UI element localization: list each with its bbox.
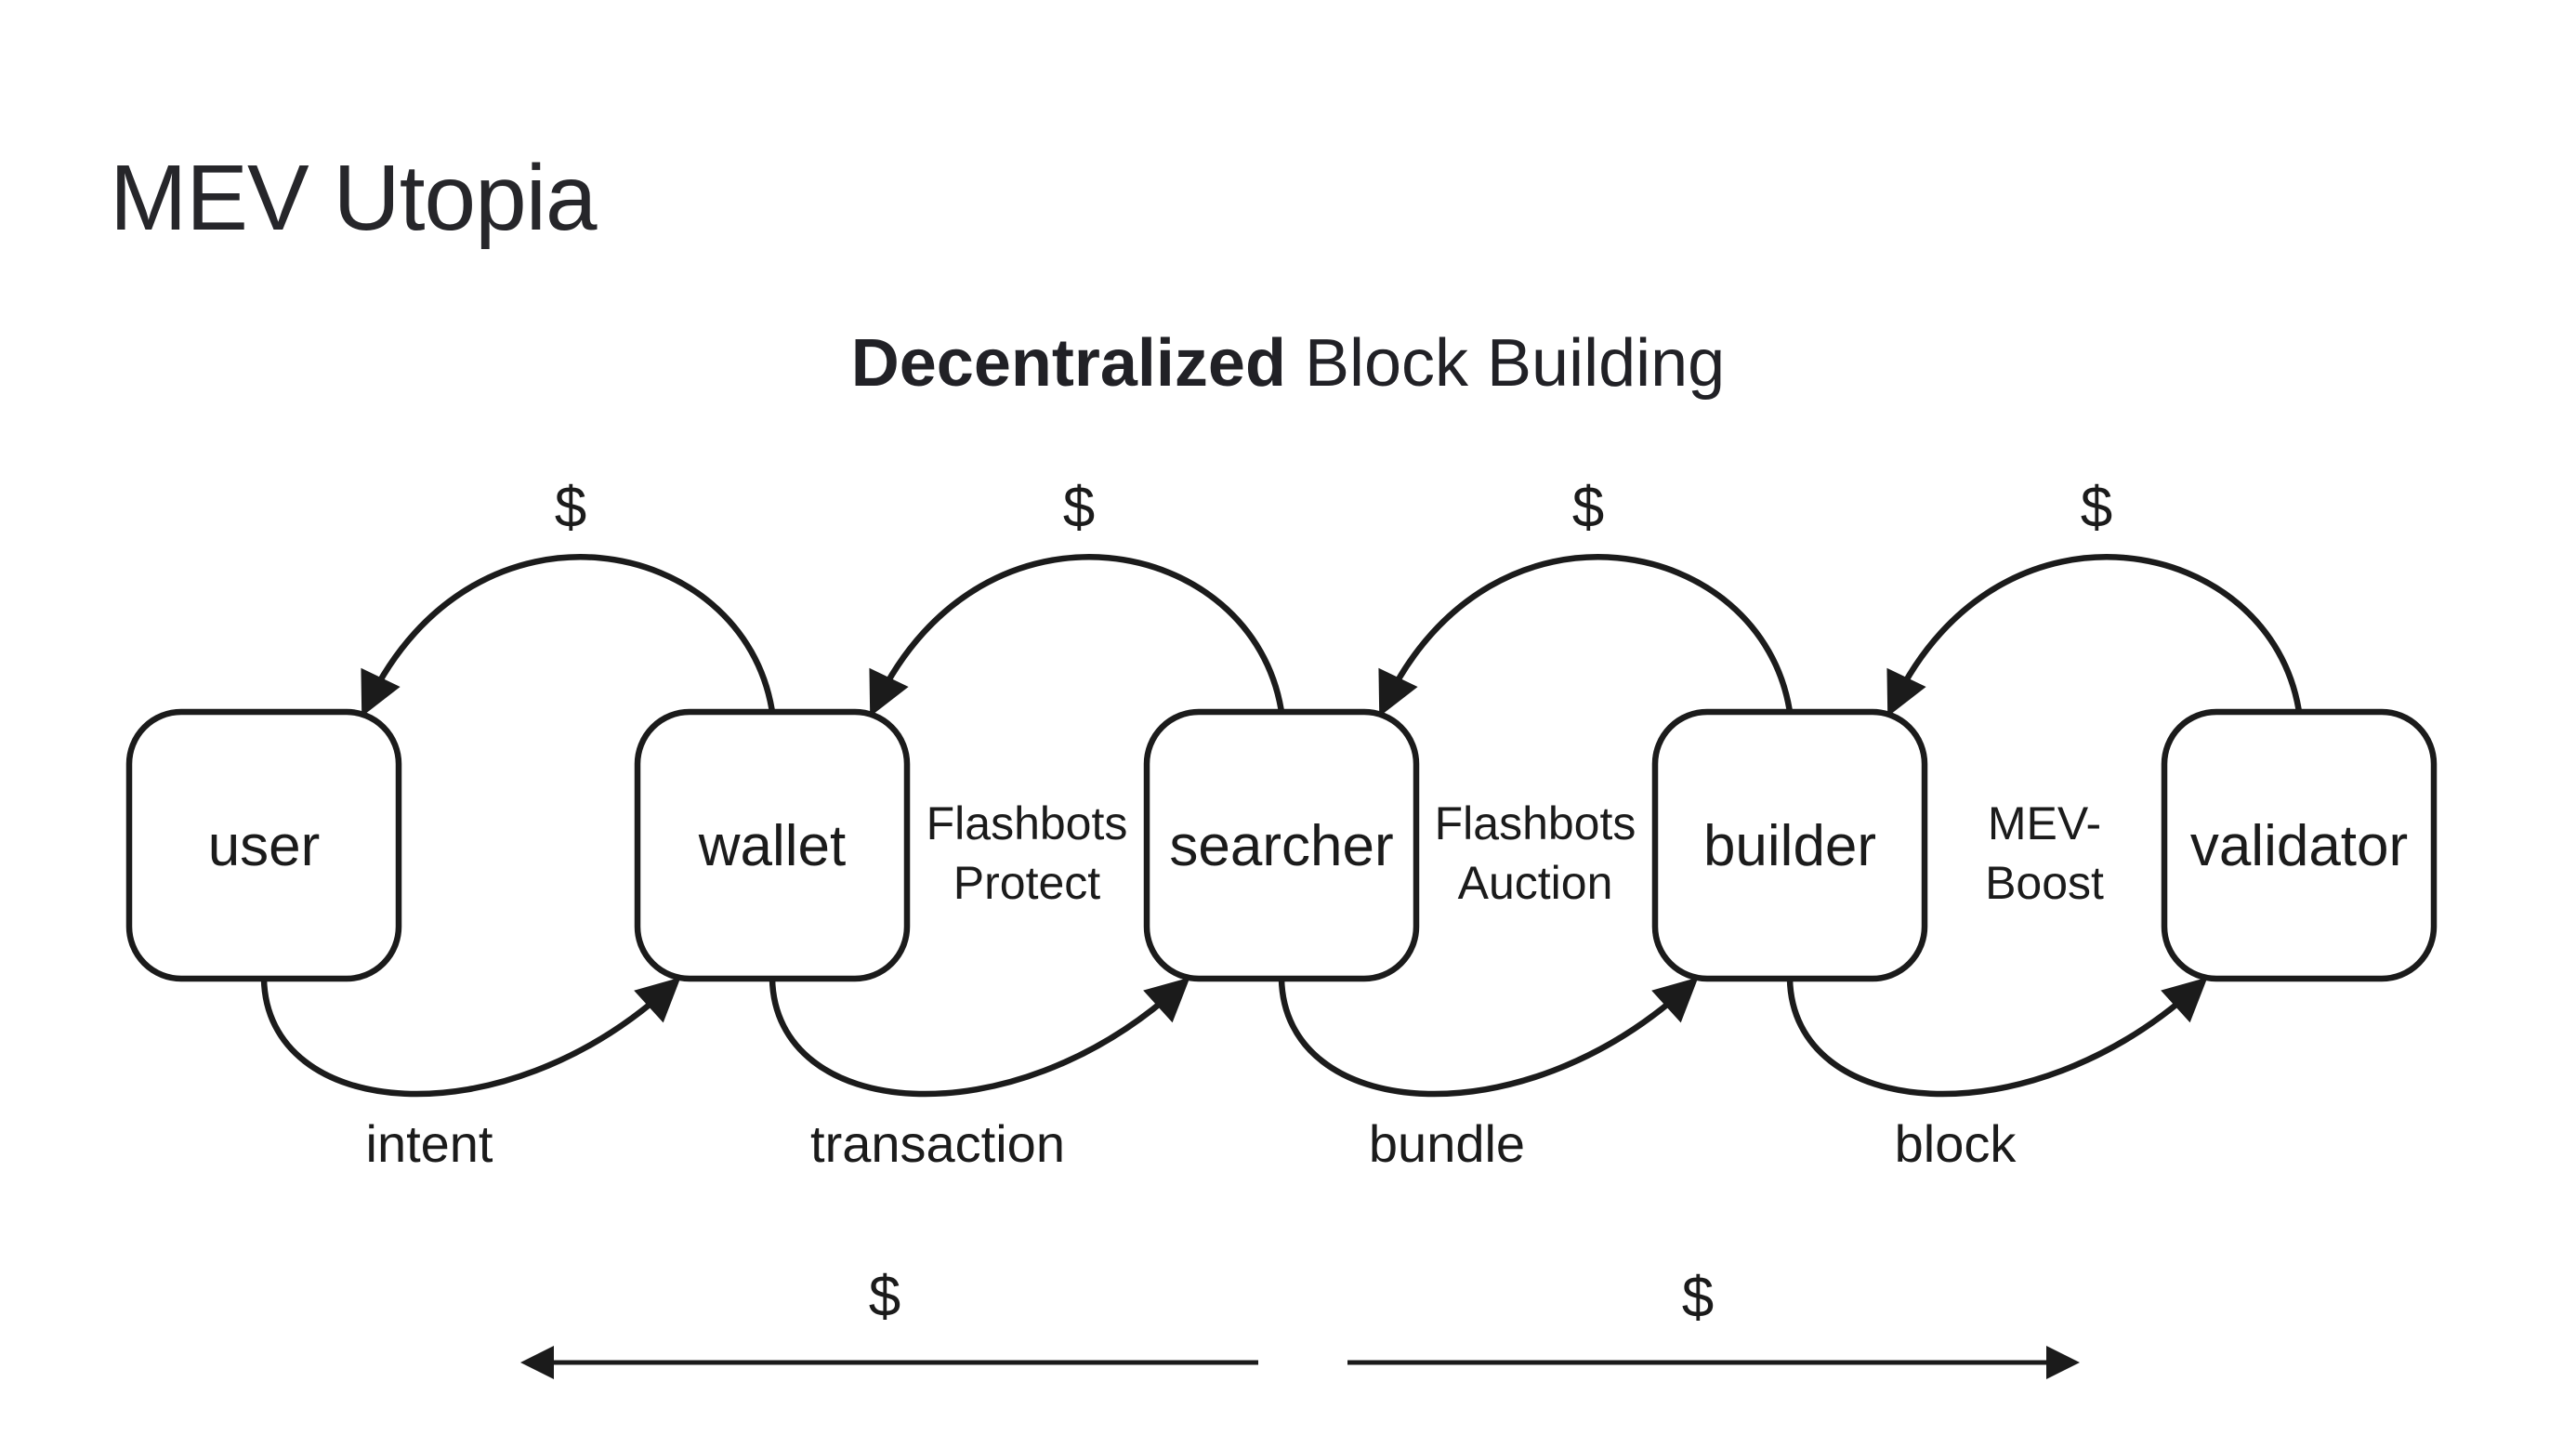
flow-arc-wallet-to-searcher: [769, 977, 1190, 1098]
node-builder-label: builder: [1703, 814, 1876, 878]
flow-arc-user-to-wallet: [260, 977, 681, 1098]
intermediary-line: Flashbots: [1435, 797, 1636, 849]
diagram-title: Decentralized Block Building: [0, 326, 2576, 401]
money-label: $: [869, 1265, 900, 1329]
money-label: $: [555, 476, 586, 540]
diagram-title-rest: Block Building: [1304, 326, 1726, 401]
node-builder: builder: [1651, 708, 1928, 982]
flow-label-intent: intent: [366, 1114, 493, 1173]
payment-arc-validator-to-builder: [1886, 554, 2303, 717]
money-label: $: [2081, 476, 2112, 540]
intermediary-line: Flashbots: [927, 797, 1128, 849]
node-user-box: [125, 708, 402, 982]
flow-arc-builder-to-validator: [1786, 977, 2208, 1098]
node-user-label: user: [208, 814, 321, 878]
intermediary-line: MEV-: [1988, 797, 2101, 849]
intermediary-flashbots-protect: Flashbots Protect: [927, 797, 1128, 909]
payment-arc-builder-to-searcher: [1378, 554, 1794, 717]
money-flow-right: $: [1347, 1266, 2080, 1379]
node-builder-box: [1651, 708, 1928, 982]
intermediary-mev-boost: MEV- Boost: [1985, 797, 2104, 909]
node-user: user: [125, 708, 402, 982]
node-wallet-label: wallet: [698, 814, 847, 878]
intermediary-line: Auction: [1458, 857, 1613, 909]
diagram-title-emphasis: Decentralized: [850, 326, 1286, 401]
flow-arc-searcher-to-builder: [1278, 977, 1699, 1098]
node-searcher: searcher: [1143, 708, 1420, 982]
money-label: $: [1682, 1266, 1714, 1330]
flow-label-bundle: bundle: [1369, 1114, 1525, 1173]
money-label: $: [1063, 476, 1095, 540]
node-wallet: wallet: [634, 708, 911, 982]
flow-label-transaction: transaction: [810, 1114, 1065, 1173]
node-searcher-box: [1143, 708, 1420, 982]
node-searcher-label: searcher: [1169, 814, 1393, 878]
node-validator: validator: [2161, 708, 2438, 982]
money-label: $: [1572, 476, 1604, 540]
payment-arc-wallet-to-user: [361, 554, 776, 717]
intermediary-line: Boost: [1985, 857, 2104, 909]
node-wallet-box: [634, 708, 911, 982]
node-validator-label: validator: [2190, 814, 2408, 878]
node-validator-box: [2161, 708, 2438, 982]
page-title: MEV Utopia: [110, 146, 598, 250]
flow-label-block: block: [1895, 1114, 2017, 1173]
intermediary-line: Protect: [953, 857, 1101, 909]
money-flow-left: $: [520, 1265, 1258, 1379]
intermediary-flashbots-auction: Flashbots Auction: [1435, 797, 1636, 909]
payment-arc-searcher-to-wallet: [869, 554, 1285, 717]
